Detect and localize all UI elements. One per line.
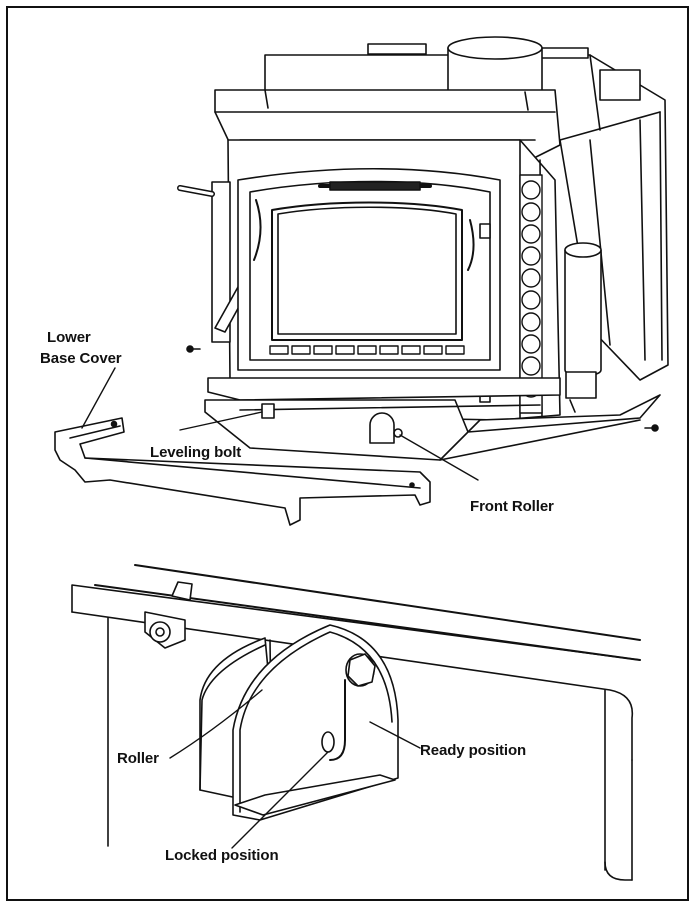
label-locked-position: Locked position — [165, 847, 279, 864]
label-ready-position: Ready position — [420, 742, 527, 759]
label-lower-base-cover-2: Base Cover — [40, 350, 122, 367]
leader-lines-bottom — [169, 689, 421, 849]
roller-detail — [71, 564, 641, 881]
figure-frame — [6, 6, 689, 901]
screw-right — [644, 424, 659, 432]
ring-column — [519, 174, 543, 414]
label-front-roller: Front Roller — [470, 498, 554, 515]
leader-lines-top — [81, 367, 479, 481]
label-roller: Roller — [117, 750, 159, 767]
base-plate — [204, 377, 661, 461]
label-lower-base-cover-1: Lower — [47, 329, 91, 346]
lower-base-cover — [54, 417, 431, 526]
label-leveling-bolt: Leveling bolt — [150, 444, 242, 461]
screw-left — [186, 345, 201, 353]
blower-cylinder — [564, 242, 602, 413]
stove-door — [237, 167, 501, 403]
